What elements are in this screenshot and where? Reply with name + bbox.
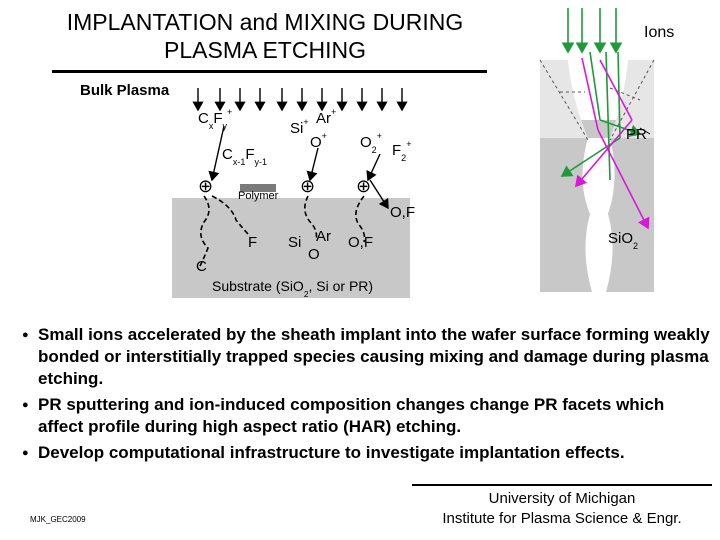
sio2-label: SiO2 [608,230,639,251]
ion-f2-label: F2+ [392,139,412,163]
page-title: IMPLANTATION and MIXING DURING PLASMA ET… [20,8,510,64]
trench [582,138,615,292]
university-name: University of Michigan [488,490,636,507]
ion-ar-label: Ar+ [316,107,337,127]
incoming-ion-arrows [192,88,408,210]
implant-trajectories [199,195,366,267]
charged-particle-2: ⊕ [300,176,316,196]
implanted-of-label: O,F [348,234,373,251]
bullet-item: ●Develop computational infrastructure to… [22,443,625,462]
bulk-plasma-label: Bulk Plasma [80,82,170,99]
substrate-block [172,198,410,298]
bullet-item: ●Small ions accelerated by the sheath im… [22,325,710,388]
polymer-layer [240,184,276,192]
slide-tag: MJK_GEC2009 [30,515,86,524]
affiliation: University of Michigan Institute for Pla… [412,489,712,529]
polymer-label: Polymer [238,190,279,202]
ion-o-label: O+ [310,131,327,151]
pr-label: PR [626,126,647,143]
bullet-list: ●Small ions accelerated by the sheath im… [22,324,712,468]
implanted-ar-label: Ar [316,228,331,245]
institute-name: Institute for Plasma Science & Engr. [442,510,682,527]
implanted-c-label: C [196,258,207,275]
pr-left [540,60,588,138]
charged-particle-3: ⊕ [356,176,372,196]
title-line-2: PLASMA ETCHING [164,37,366,63]
substrate-label: Substrate (SiO2, Si or PR) [212,278,374,299]
ion-si-label: Si+ [290,117,309,137]
implanted-f-label: F [248,234,258,251]
neutral-cxfy-label: Cx-1Fy-1 [222,146,268,167]
etch-profile-diagram [539,8,655,292]
footer-rule [412,484,712,486]
implanted-o-label: O [308,246,320,263]
title-underline [52,70,487,73]
ion-o2-label: O2+ [360,131,382,155]
charged-particle-1: ⊕ [198,176,214,196]
implanted-si-label: Si [288,234,302,251]
ion-cxfy-label: CxFy+ [198,107,233,131]
surface-of-label: O,F [390,204,415,221]
ions-label: Ions [644,24,675,41]
implantation-diagram [172,8,655,298]
title-line-1: IMPLANTATION and MIXING DURING [66,9,464,35]
bullet-item: ●PR sputtering and ion-induced compositi… [22,395,665,436]
